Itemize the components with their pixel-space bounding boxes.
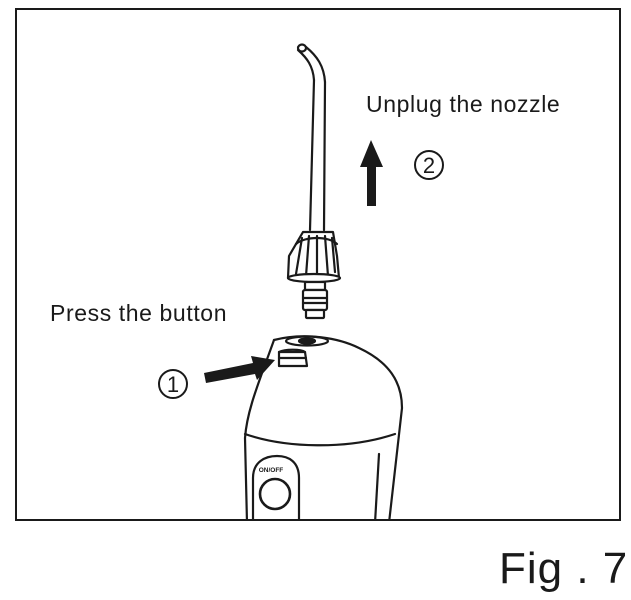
press-button-label: Press the button	[50, 300, 228, 326]
unplug-nozzle-label: Unplug the nozzle	[366, 91, 561, 117]
illustration	[204, 43, 404, 519]
step-one-marker: 1	[158, 369, 188, 399]
arrow-up-icon	[360, 140, 383, 206]
step-two-marker: 2	[414, 150, 444, 180]
handle-icon	[243, 335, 404, 519]
figure-caption: Fig . 7	[499, 544, 629, 593]
nozzle-icon	[286, 43, 342, 320]
arrow-right-icon	[204, 356, 275, 383]
figure-frame: Unplug the nozzle 2 Press the button 1 O…	[15, 8, 621, 521]
nozzle-release-button-icon	[277, 348, 309, 368]
